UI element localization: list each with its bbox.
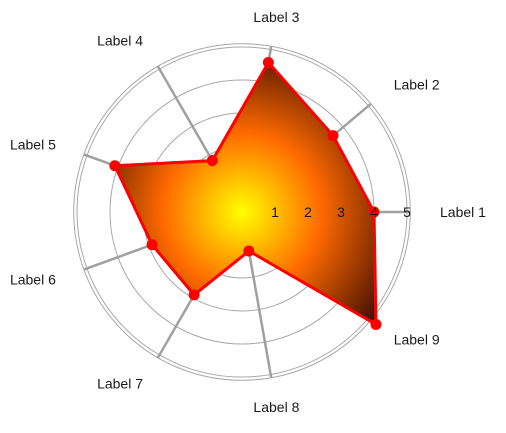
tick-label-3: 3 — [337, 204, 345, 220]
data-point-9 — [370, 318, 382, 330]
tick-label-4: 4 — [370, 204, 378, 220]
data-point-8 — [243, 245, 255, 257]
data-point-5 — [109, 160, 121, 172]
category-label-5: Label 5 — [10, 136, 56, 152]
category-label-1: Label 1 — [440, 204, 486, 220]
data-point-7 — [188, 289, 200, 301]
data-point-4 — [206, 155, 218, 167]
data-point-6 — [146, 239, 158, 251]
category-label-2: Label 2 — [394, 77, 440, 93]
category-label-6: Label 6 — [10, 272, 56, 288]
radial-tick-labels: 1 2 3 4 5 — [271, 204, 411, 220]
tick-label-5: 5 — [403, 204, 411, 220]
series-area — [113, 61, 378, 326]
tick-label-1: 1 — [271, 204, 279, 220]
data-point-3 — [262, 57, 274, 69]
tick-label-2: 2 — [304, 204, 312, 220]
category-labels: Label 1 Label 2 Label 3 Label 4 Label 5 Label… — [10, 9, 486, 415]
data-series — [109, 57, 382, 330]
category-label-8: Label 8 — [253, 399, 299, 415]
category-label-9: Label 9 — [394, 331, 440, 347]
category-label-4: Label 4 — [97, 33, 143, 49]
data-point-2 — [327, 130, 339, 142]
category-label-3: Label 3 — [253, 9, 299, 25]
category-label-7: Label 7 — [97, 376, 143, 392]
data-point-1 — [368, 206, 380, 218]
